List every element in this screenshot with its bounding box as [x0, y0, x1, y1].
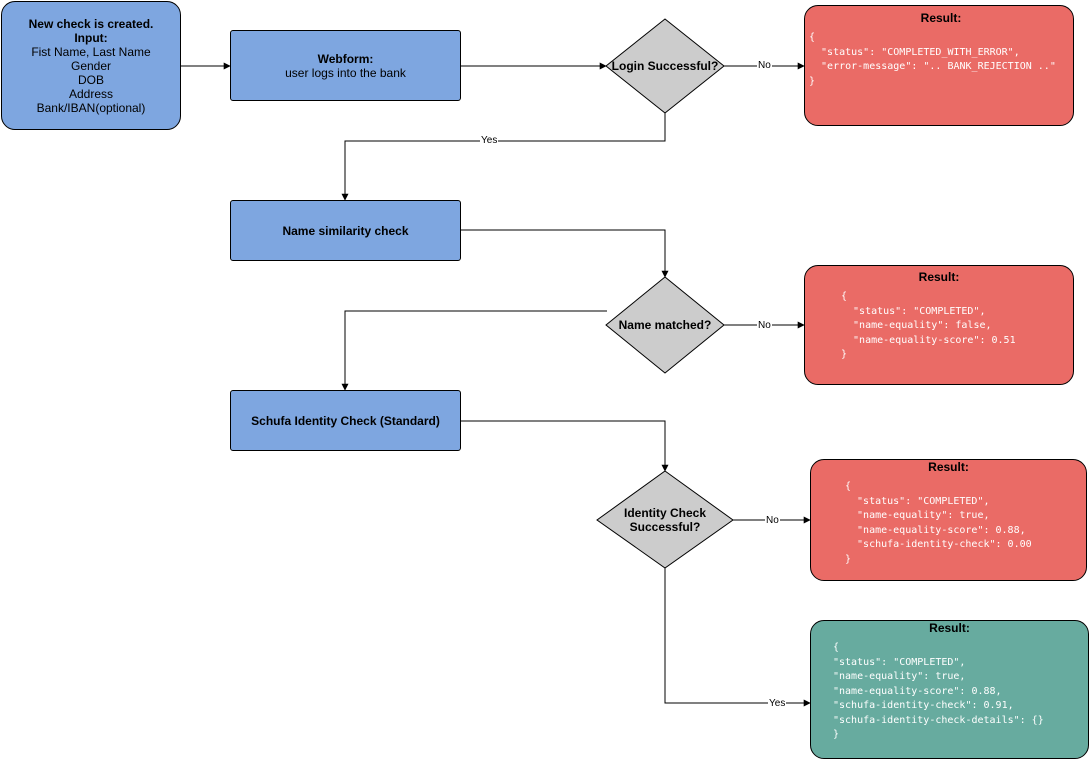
identity-decision-diamond	[596, 470, 734, 569]
result-identity-failed: Result: { "status": "COMPLETED", "name-e…	[810, 459, 1087, 581]
start-field: Bank/IBAN(optional)	[36, 100, 146, 115]
result-json-line: "name-equality-score": 0.88,	[833, 685, 1002, 697]
start-node: New check is created. Input: Fist Name, …	[1, 1, 181, 130]
result-json-line: "status": "COMPLETED_WITH_ERROR",	[809, 46, 1020, 58]
result-json-line: "name-equality-score": 0.88,	[845, 524, 1026, 536]
result-title: Result:	[918, 270, 960, 284]
edge-label-login-no: No	[757, 60, 772, 71]
login-decision-diamond	[605, 18, 725, 114]
result-json-line: "schufa-identity-check": 0.91,	[833, 700, 1014, 711]
webform-title: Webform:	[317, 51, 374, 66]
result-json-line: {	[841, 291, 848, 302]
result-json-line: }	[841, 349, 848, 360]
name-check-node: Name similarity check	[230, 200, 461, 261]
webform-subtitle: user logs into the bank	[285, 65, 406, 80]
result-login-failed: Result: { "status": "COMPLETED_WITH_ERRO…	[804, 5, 1074, 126]
result-json-line: "status": "COMPLETED",	[841, 305, 986, 317]
edge-label-name-no: No	[757, 320, 772, 331]
result-title: Result:	[929, 621, 970, 635]
start-field: Address	[68, 86, 114, 101]
result-name-mismatch: Result: { "status": "COMPLETED", "name-e…	[804, 265, 1074, 385]
result-json-line: "status": "COMPLETED",	[845, 495, 990, 507]
start-field: Gender	[70, 58, 112, 73]
result-json-line: "schufa-identity-check-details": {}	[833, 714, 1044, 726]
start-title: New check is created.	[28, 16, 154, 31]
start-field: DOB	[77, 72, 104, 87]
result-success: Result: { "status": "COMPLETED", "name-e…	[810, 620, 1089, 759]
webform-node: Webform: user logs into the bank	[230, 30, 461, 101]
edge-schufa-to-decision	[461, 420, 669, 472]
result-json-line: {	[809, 32, 816, 43]
result-json-line: "error-message": ".. BANK_REJECTION .."	[809, 61, 1056, 72]
identity-decision-label: Identity Check Successful?	[623, 506, 707, 534]
result-json-line: {	[845, 481, 852, 492]
name-decision-label: Name matched?	[618, 318, 712, 332]
start-field: Fist Name, Last Name	[31, 44, 151, 59]
result-json-line: }	[809, 75, 816, 87]
result-json-line: {	[833, 642, 840, 653]
result-title: Result:	[920, 11, 962, 25]
result-json-line: "name-equality": true,	[833, 671, 966, 682]
result-json-line: "name-equality-score": 0.51	[841, 334, 1016, 346]
edge-identity-yes	[664, 568, 811, 707]
schufa-check-label: Schufa Identity Check (Standard)	[251, 413, 440, 428]
edge-login-yes	[341, 113, 666, 201]
edge-name-yes	[341, 310, 607, 391]
edge-label-identity-yes: Yes	[768, 698, 787, 709]
login-decision-label: Login Successful?	[611, 59, 719, 73]
result-title: Result:	[928, 460, 969, 474]
schufa-check-node: Schufa Identity Check (Standard)	[230, 390, 461, 451]
edge-label-login-yes: Yes	[480, 135, 499, 146]
edge-label-identity-no: No	[765, 515, 780, 526]
name-decision-diamond	[605, 276, 725, 374]
result-json-line: "schufa-identity-check": 0.00	[845, 539, 1032, 550]
result-json-line: "name-equality": false,	[841, 320, 992, 331]
name-check-label: Name similarity check	[282, 223, 409, 238]
edge-namecheck-to-decision	[461, 229, 669, 278]
result-json-line: "status": "COMPLETED",	[833, 656, 966, 668]
result-json-line: }	[845, 553, 852, 565]
result-json-line: }	[833, 729, 840, 740]
result-json-line: "name-equality": true,	[845, 510, 990, 521]
start-input-title: Input:	[74, 30, 108, 45]
